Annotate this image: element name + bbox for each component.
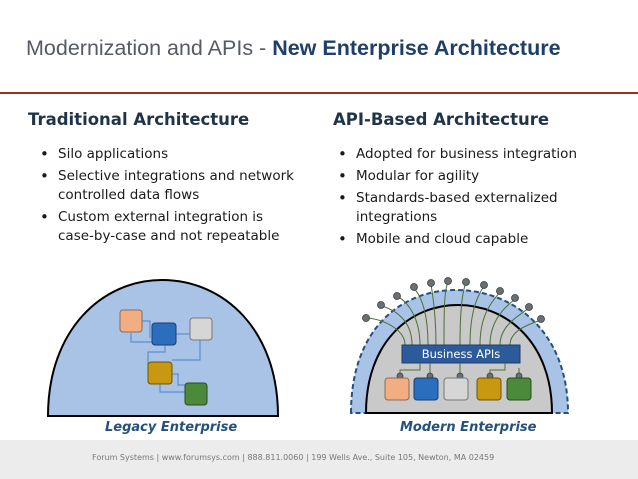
slide-title-prefix: Modernization and APIs - bbox=[26, 36, 273, 60]
traditional-bullet: Selective integrations and network contr… bbox=[36, 167, 296, 205]
slide-title: Modernization and APIs - New Enterprise … bbox=[26, 36, 626, 61]
legacy-app-green bbox=[184, 382, 208, 406]
modern-app-gray bbox=[443, 377, 469, 401]
api-bullet: Standards-based externalized integration… bbox=[334, 189, 584, 227]
modern-app-gold bbox=[476, 377, 502, 401]
api-bullet: Adopted for business integration bbox=[334, 145, 584, 164]
legacy-app-salmon bbox=[119, 309, 143, 333]
footer-bar bbox=[0, 440, 638, 479]
legacy-app-gray bbox=[189, 317, 213, 341]
architecture-diagram bbox=[46, 277, 570, 417]
modern-app-salmon bbox=[384, 377, 410, 401]
traditional-heading: Traditional Architecture bbox=[28, 110, 250, 129]
traditional-bullet: Silo applications bbox=[36, 145, 296, 164]
business-apis-label: Business APIs bbox=[421, 347, 501, 361]
external-consumer-dots bbox=[362, 277, 545, 323]
traditional-bullet: Custom external integration is case-by-c… bbox=[36, 208, 296, 246]
business-apis-bar bbox=[401, 344, 521, 364]
api-bullet: Modular for agility bbox=[334, 167, 584, 186]
modern-app-blue bbox=[413, 377, 439, 401]
api-bullet-list: Adopted for business integration Modular… bbox=[334, 145, 584, 252]
legacy-enterprise-dome bbox=[46, 278, 280, 417]
legacy-enterprise-caption: Legacy Enterprise bbox=[105, 420, 238, 435]
modern-app-green bbox=[506, 377, 532, 401]
api-heading: API-Based Architecture bbox=[333, 110, 550, 129]
title-divider bbox=[0, 92, 638, 94]
legacy-app-blue bbox=[151, 322, 177, 346]
slide-title-emphasis: New Enterprise Architecture bbox=[272, 36, 561, 60]
legacy-app-gold bbox=[147, 361, 173, 385]
modern-enterprise-caption: Modern Enterprise bbox=[400, 420, 537, 435]
api-bullet: Mobile and cloud capable bbox=[334, 230, 584, 249]
footer-contact-text: Forum Systems | www.forumsys.com | 888.8… bbox=[92, 453, 495, 462]
traditional-bullet-list: Silo applications Selective integrations… bbox=[36, 145, 296, 249]
